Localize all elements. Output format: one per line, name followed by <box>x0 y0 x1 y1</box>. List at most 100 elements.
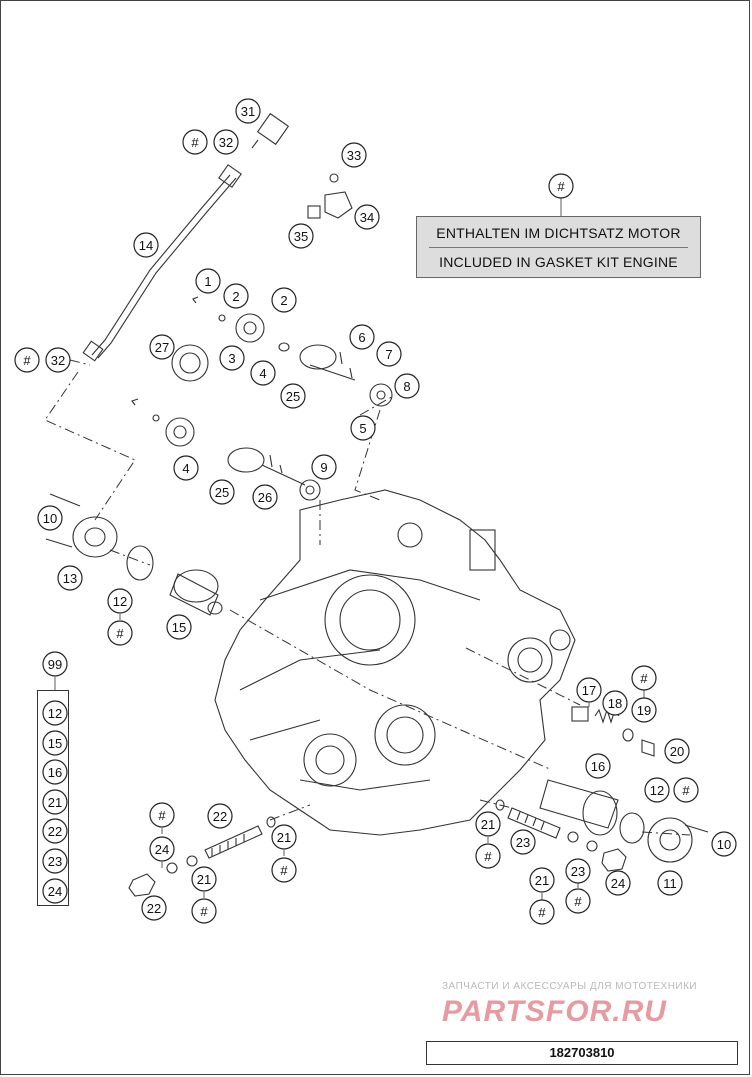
callout-label: 21 <box>535 873 549 888</box>
callout-2: 2 <box>271 287 297 313</box>
callout-label: 27 <box>155 340 169 355</box>
callout-label: 23 <box>571 864 585 879</box>
watermark-tagline: ЗАПЧАСТИ И АКСЕССУАРЫ ДЛЯ МОТОТЕХНИКИ <box>442 981 698 992</box>
callout-label: 7 <box>385 347 392 362</box>
callout-label: 1 <box>204 274 211 289</box>
callout-15: 15 <box>166 614 192 640</box>
callout-12: 12 <box>107 588 133 614</box>
callout-hash: # <box>191 898 217 924</box>
callout-label: 26 <box>258 490 272 505</box>
callout-34: 34 <box>354 204 380 230</box>
callout-label: 17 <box>582 683 596 698</box>
callout-label: # <box>484 849 492 864</box>
callout-21: 21 <box>191 866 217 892</box>
document-number: 182703810 <box>426 1041 738 1065</box>
callout-21: 21 <box>475 811 501 837</box>
callout-label: # <box>640 671 648 686</box>
callout-14: 14 <box>133 232 159 258</box>
callout-33: 33 <box>341 142 367 168</box>
callout-24: 24 <box>605 870 631 896</box>
callout-24: 24 <box>42 878 68 904</box>
callout-label: 16 <box>48 765 62 780</box>
callout-27: 27 <box>149 334 175 360</box>
callout-26: 26 <box>252 484 278 510</box>
oil-pressure-switch <box>256 112 290 146</box>
callout-label: 15 <box>172 620 186 635</box>
callout-10: 10 <box>711 831 737 857</box>
callout-hash: # <box>529 899 555 925</box>
valve-assembly-right <box>507 807 561 839</box>
callout-label: # <box>538 905 546 920</box>
oil-filter-left <box>169 573 219 616</box>
plug-20 <box>641 739 655 757</box>
callout-hash: # <box>107 620 133 646</box>
callout-18: 18 <box>602 690 628 716</box>
callout-label: # <box>200 904 208 919</box>
callout-label: 21 <box>481 817 495 832</box>
callout-hash: # <box>673 777 699 803</box>
callout-label: 11 <box>663 876 677 891</box>
callout-label: 19 <box>637 703 651 718</box>
callout-hash: # <box>271 857 297 883</box>
callout-32: 32 <box>45 347 71 373</box>
legend-divider <box>429 247 688 248</box>
callout-label: 22 <box>147 901 161 916</box>
filter-cover-right <box>647 817 693 863</box>
callout-label: 24 <box>155 842 169 857</box>
callout-label: 13 <box>63 571 77 586</box>
callout-9: 9 <box>311 454 337 480</box>
callout-4: 4 <box>173 455 199 481</box>
oil-pipe <box>91 174 231 356</box>
callout-label: 16 <box>591 759 605 774</box>
callout-hash: # <box>149 802 175 828</box>
o-ring-left <box>126 545 154 581</box>
holder-part <box>324 191 353 219</box>
callout-label: 20 <box>670 744 684 759</box>
screw-24-right <box>601 848 627 872</box>
pump-rotor-8 <box>369 383 393 407</box>
callout-label: 12 <box>113 594 127 609</box>
callout-13: 13 <box>57 565 83 591</box>
callout-label: 32 <box>219 135 233 150</box>
callout-label: 14 <box>139 238 153 253</box>
legend-german: ENTHALTEN IM DICHTSATZ MOTOR <box>436 225 681 241</box>
crankcase-detail <box>239 569 481 791</box>
parts-drawing <box>45 112 709 897</box>
callout-label: 4 <box>182 461 189 476</box>
callout-22: 22 <box>207 803 233 829</box>
kit-99-contents-box <box>37 690 69 906</box>
leader-lines <box>54 198 645 900</box>
callout-label: 25 <box>215 485 229 500</box>
callout-label: 10 <box>43 511 57 526</box>
callout-label: 12 <box>650 783 664 798</box>
bearing-seat-left <box>303 733 357 787</box>
callout-3: 3 <box>219 345 245 371</box>
callout-25: 25 <box>280 383 306 409</box>
callout-label: # <box>191 135 199 150</box>
pump-cover-lower <box>227 447 265 473</box>
callout-label: 99 <box>48 657 62 672</box>
callout-label: 2 <box>232 289 239 304</box>
bearing-seat-right <box>507 637 553 683</box>
callout-label: 18 <box>608 696 622 711</box>
callout-19: 19 <box>631 697 657 723</box>
pump-cover-upper <box>299 344 337 370</box>
callout-label: 8 <box>403 379 410 394</box>
callout-label: 25 <box>286 389 300 404</box>
callout-11: 11 <box>657 870 683 896</box>
callout-hash: # <box>565 888 591 914</box>
callout-25: 25 <box>209 479 235 505</box>
callout-24: 24 <box>149 836 175 862</box>
callout-1: 1 <box>195 268 221 294</box>
callout-label: 24 <box>611 876 625 891</box>
legend-english: INCLUDED IN GASKET KIT ENGINE <box>439 254 678 270</box>
gasket-kit-legend: ENTHALTEN IM DICHTSATZ MOTOR INCLUDED IN… <box>416 216 701 278</box>
bearing-seat-center <box>374 704 436 766</box>
callout-label: 23 <box>48 854 62 869</box>
callout-2: 2 <box>223 283 249 309</box>
callout-label: 3 <box>228 351 235 366</box>
callout-6: 6 <box>349 324 375 350</box>
callout-label: 12 <box>48 706 62 721</box>
